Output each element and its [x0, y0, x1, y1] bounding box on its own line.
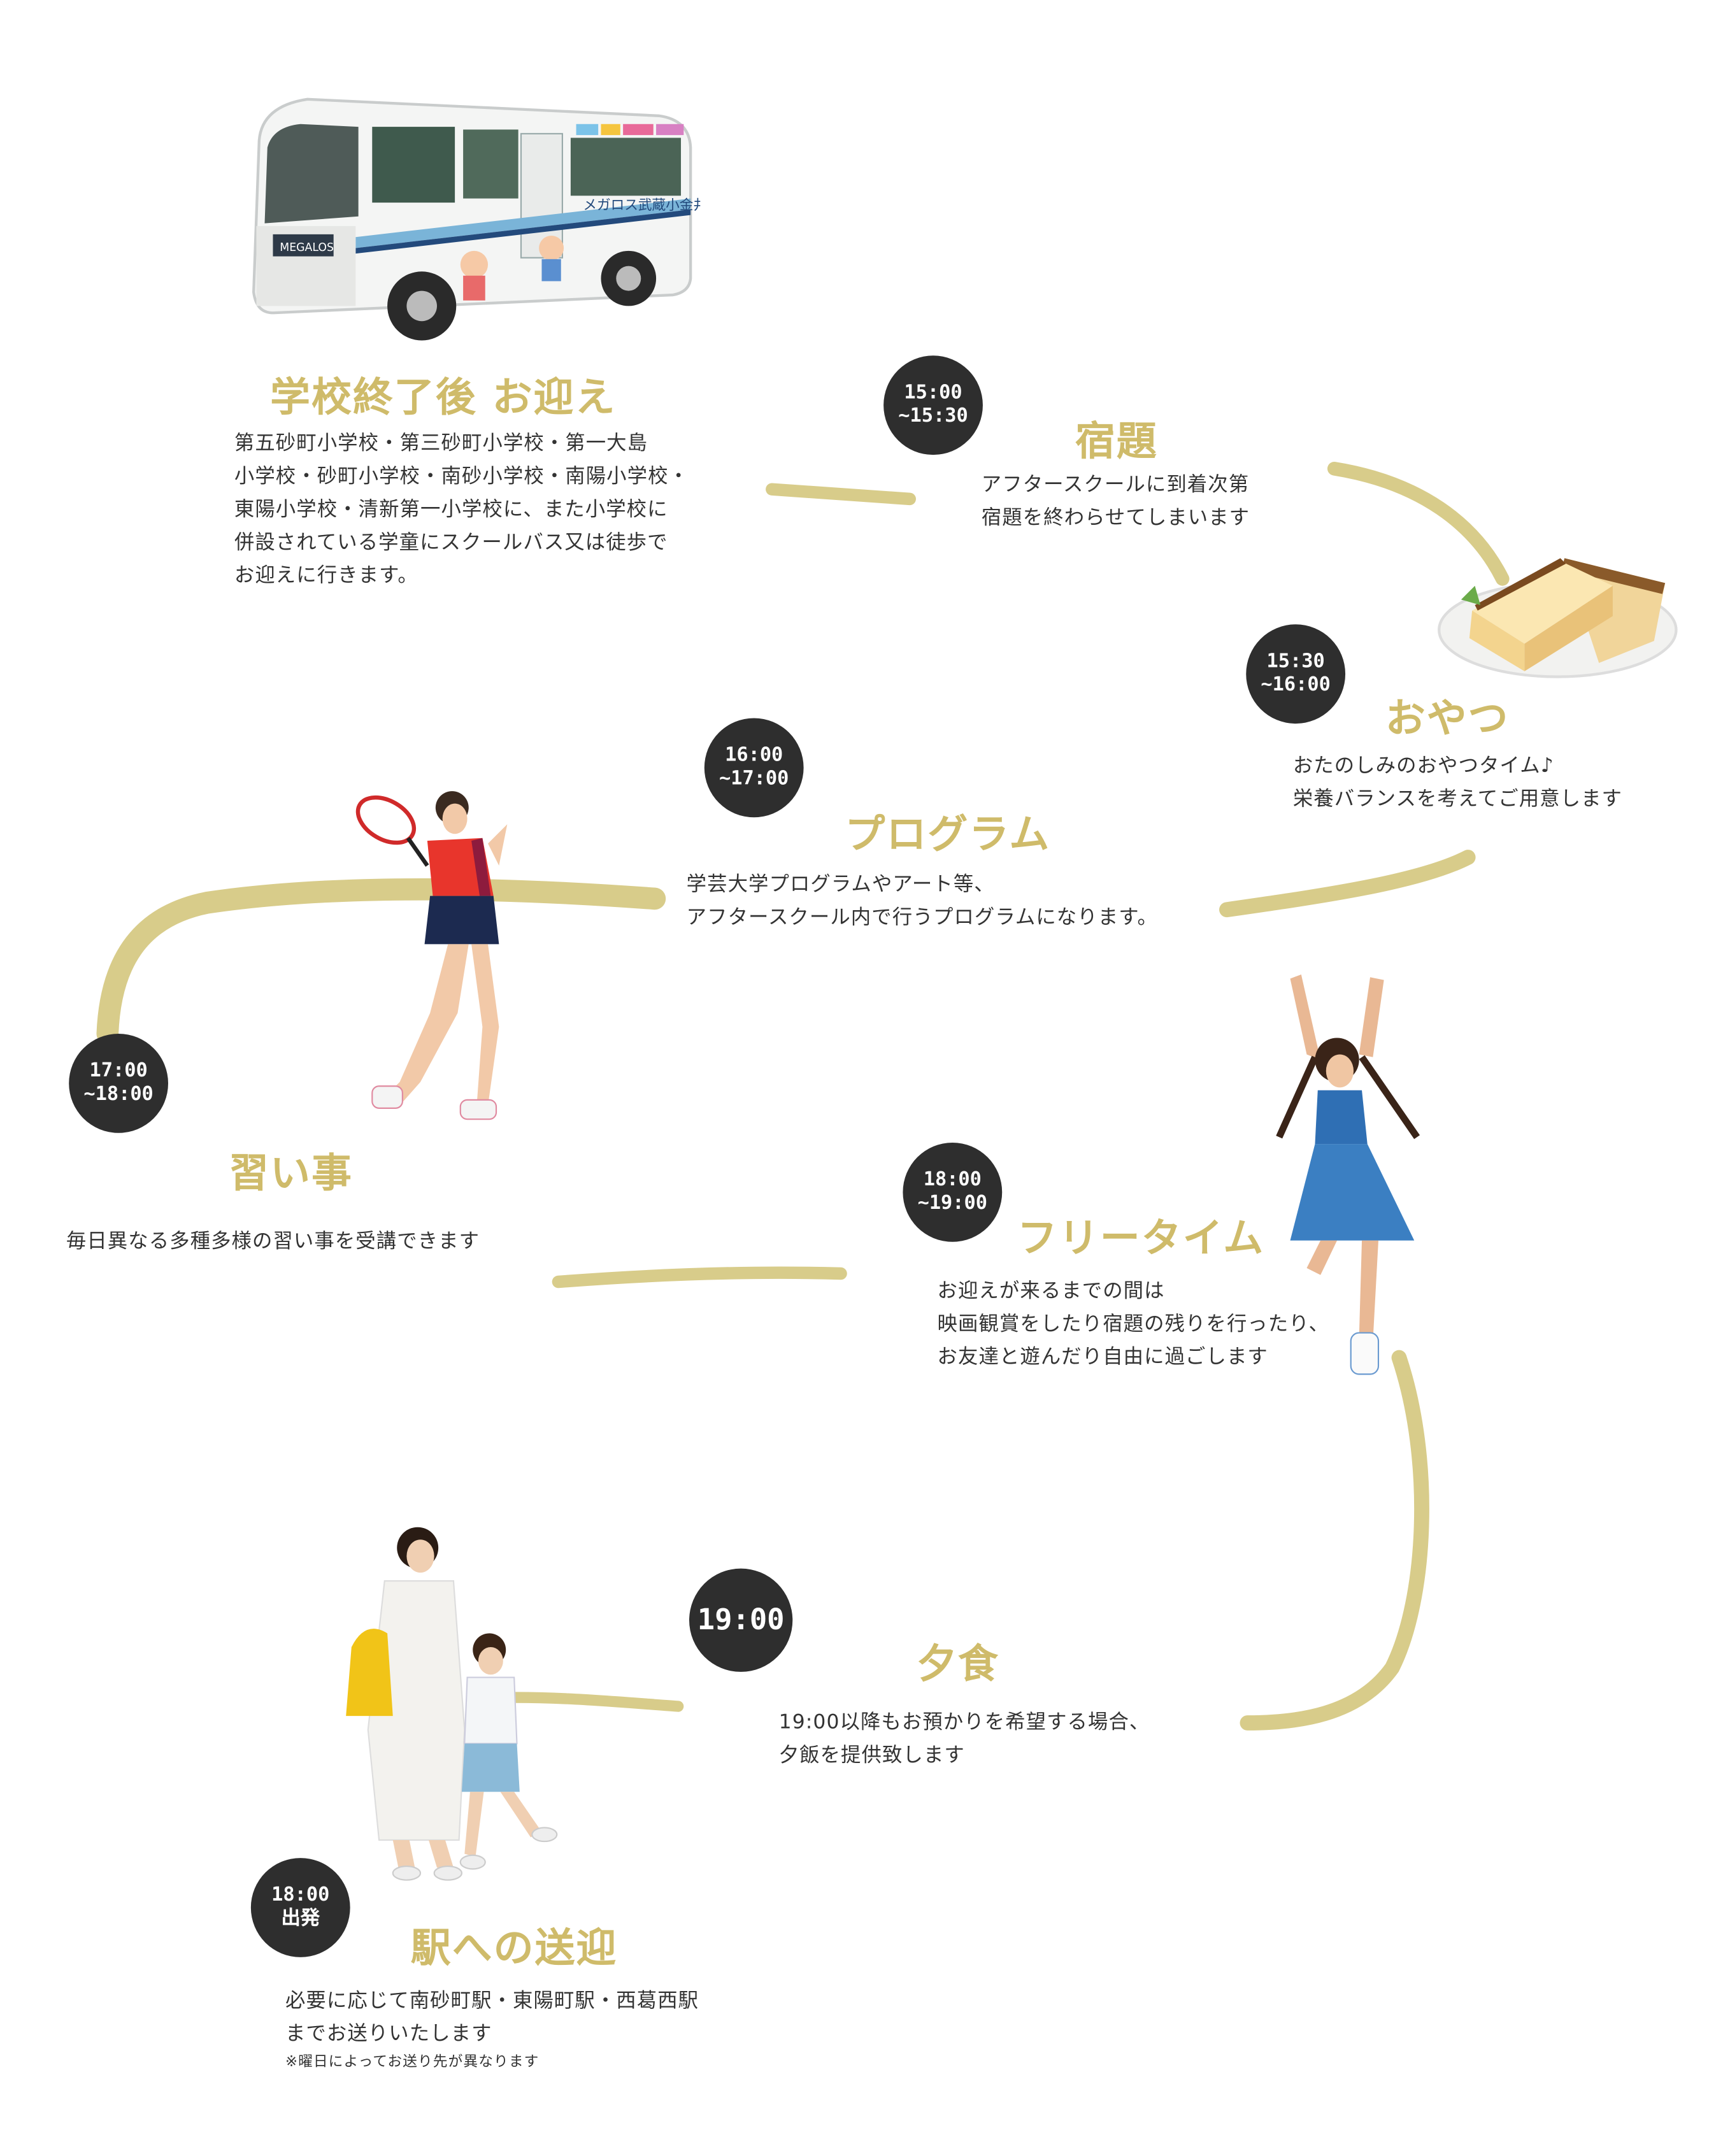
departure-label: 出発: [281, 1907, 320, 1930]
school-bus-image: メガロス武蔵小金井 MEGALOS: [252, 97, 700, 341]
tennis-girl-image: [355, 791, 508, 1120]
homework-desc-line: アフタースクールに到着次第: [981, 474, 1250, 497]
pickup-desc-line: 小学校・砂町小学校・南砂小学校・南陽小学校・: [234, 466, 689, 489]
snack-title: おやつ: [1385, 694, 1510, 742]
homework-time-badge: 15:00 ~15:30: [883, 355, 983, 455]
station-desc-line: 必要に応じて南砂町駅・東陽町駅・西葛西駅: [285, 1990, 699, 2013]
pickup-title: 学校終了後 お迎え: [270, 373, 617, 421]
free-time-badge: 18:00 ~19:00: [903, 1142, 1003, 1242]
homework-description: アフタースクールに到着次第 宿題を終わらせてしまいます: [982, 469, 1250, 535]
program-desc-line: 学芸大学プログラムやアート等、: [686, 873, 995, 896]
stroke-pickup-homework: [766, 483, 916, 506]
time-end: ~18:00: [83, 1083, 154, 1106]
pickup-desc-line: 東陽小学校・清新第一小学校に、また小学校に: [234, 499, 668, 521]
time-start: 18:00: [923, 1169, 982, 1191]
time-end: ~16:00: [1261, 674, 1331, 696]
pickup-desc-line: 第五砂町小学校・第三砂町小学校・第一大島: [234, 432, 648, 455]
dinner-title: 夕食: [917, 1640, 999, 1687]
time-start: 19:00: [697, 1603, 785, 1636]
snack-cake-image: [1438, 558, 1678, 678]
pickup-description: 第五砂町小学校・第三砂町小学校・第一大島 小学校・砂町小学校・南砂小学校・南陽小…: [234, 427, 689, 593]
stroke-homework-snack: [1327, 461, 1510, 586]
stroke-program-lessons: [96, 878, 666, 1045]
time-start: 15:30: [1266, 650, 1325, 673]
station-desc-line: までお送りいたします: [285, 2023, 492, 2046]
pickup-desc-line: お迎えに行きます。: [234, 565, 418, 587]
homework-title: 宿題: [1075, 417, 1158, 465]
free-title: フリータイム: [1017, 1214, 1265, 1262]
snack-desc-line: 栄養バランスを考えてご用意します: [1292, 788, 1622, 811]
snack-description: おたのしみのおやつタイム♪ 栄養バランスを考えてご用意します: [1293, 750, 1622, 816]
free-description: お迎えが来るまでの間は 映画観賞をしたり宿題の残りを行ったり、 お友達と遊んだり…: [938, 1275, 1329, 1374]
snack-time-badge: 15:30 ~16:00: [1246, 624, 1346, 724]
time-start: 15:00: [904, 382, 962, 404]
dinner-time-badge: 19:00: [689, 1568, 793, 1672]
dinner-desc-line: 19:00以降もお預かりを希望する場合、: [778, 1711, 1150, 1734]
time-start: 17:00: [89, 1060, 148, 1082]
stroke-lessons-free: [552, 1266, 847, 1289]
free-desc-line: 映画観賞をしたり宿題の残りを行ったり、: [937, 1313, 1330, 1336]
stroke-free-dinner: [1240, 1350, 1429, 1731]
stroke-snack-program: [1219, 850, 1476, 918]
lessons-description: 毎日異なる多種多様の習い事を受講できます: [66, 1225, 480, 1259]
station-time-badge: 18:00 出発: [250, 1858, 350, 1957]
snack-desc-line: おたのしみのおやつタイム♪: [1292, 755, 1554, 778]
mother-child-image: [346, 1527, 558, 1881]
program-time-badge: 16:00 ~17:00: [704, 718, 804, 818]
homework-desc-line: 宿題を終わらせてしまいます: [981, 507, 1250, 529]
free-desc-line: お友達と遊んだり自由に過ごします: [937, 1346, 1268, 1369]
station-note: ※曜日によってお送り先が異なります: [285, 2053, 540, 2071]
free-desc-line: お迎えが来るまでの間は: [937, 1280, 1165, 1303]
bus-label: メガロス武蔵小金井: [583, 197, 700, 213]
pickup-desc-line: 併設されている学童にスクールバス又は徒歩で: [234, 532, 668, 554]
lessons-title: 習い事: [229, 1149, 354, 1197]
bus-brand: MEGALOS: [280, 241, 334, 254]
station-title: 駅への送迎: [410, 1924, 618, 1971]
time-end: ~15:30: [898, 405, 968, 427]
station-description: 必要に応じて南砂町駅・東陽町駅・西葛西駅 までお送りいたします ※曜日によってお…: [285, 1985, 699, 2073]
dinner-description: 19:00以降もお預かりを希望する場合、 夕飯を提供致します: [779, 1706, 1150, 1773]
time-start: 16:00: [725, 744, 783, 767]
time-end: ~19:00: [917, 1192, 988, 1215]
time-start: 18:00: [271, 1884, 330, 1906]
program-desc-line: アフタースクール内で行うプログラムになります。: [686, 906, 1158, 929]
program-title: プログラム: [845, 810, 1051, 858]
time-end: ~17:00: [719, 767, 789, 790]
lessons-desc-line: 毎日異なる多種多様の習い事を受講できます: [66, 1231, 480, 1253]
jumping-girl-image: [1276, 974, 1420, 1375]
dinner-desc-line: 夕飯を提供致します: [778, 1745, 965, 1767]
lessons-time-badge: 17:00 ~18:00: [69, 1034, 169, 1133]
program-description: 学芸大学プログラムやアート等、 アフタースクール内で行うプログラムになります。: [687, 868, 1158, 934]
